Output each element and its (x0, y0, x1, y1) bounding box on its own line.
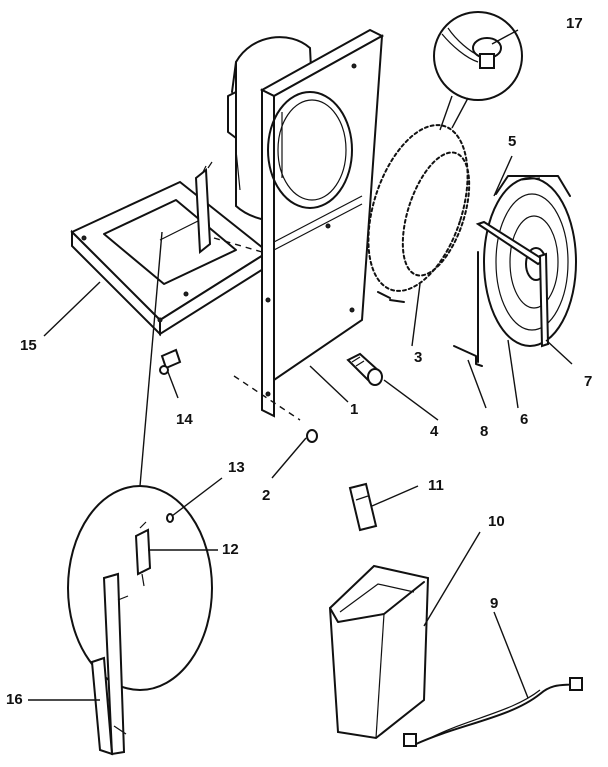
callout-4: 4 (430, 423, 439, 440)
small-clip-part (159, 348, 182, 375)
callout-8: 8 (480, 423, 489, 440)
fan-guard-part (483, 175, 577, 347)
callout-15: 15 (20, 337, 37, 354)
callout-16: 16 (6, 691, 23, 708)
heater-coil-part (367, 124, 471, 303)
callout-3: 3 (414, 349, 423, 366)
base-frame-part (70, 180, 270, 337)
switch-part (134, 521, 152, 587)
callout-7: 7 (584, 373, 593, 390)
callout-9: 9 (490, 595, 499, 612)
detail-circle (67, 231, 213, 691)
screw-part (306, 429, 318, 443)
water-bucket-part (328, 564, 430, 740)
callout-10: 10 (488, 513, 505, 530)
bulkhead-panel-part (259, 28, 385, 418)
alignment-dashed-line-2 (213, 237, 263, 253)
l-key-part (453, 251, 483, 367)
mounting-bracket-part (90, 572, 129, 756)
callout-11: 11 (428, 477, 444, 494)
callout-1: 1 (350, 401, 359, 418)
guard-bracket-part (475, 220, 550, 348)
threaded-bolt-part (346, 352, 383, 386)
callout-6: 6 (520, 411, 529, 428)
callout-13: 13 (228, 459, 245, 476)
callout-5: 5 (508, 133, 517, 150)
thermostat-detail (433, 11, 523, 131)
latch-part (348, 482, 378, 532)
alignment-dashed-line (233, 375, 301, 421)
callout-17: 17 (566, 15, 583, 32)
callout-2: 2 (262, 487, 271, 504)
wire-harness-part (403, 677, 583, 747)
leader-lines (28, 29, 573, 701)
callout-12: 12 (222, 541, 239, 558)
base-bracket (194, 161, 213, 254)
callout-14: 14 (176, 411, 193, 428)
washer-part (166, 513, 174, 523)
